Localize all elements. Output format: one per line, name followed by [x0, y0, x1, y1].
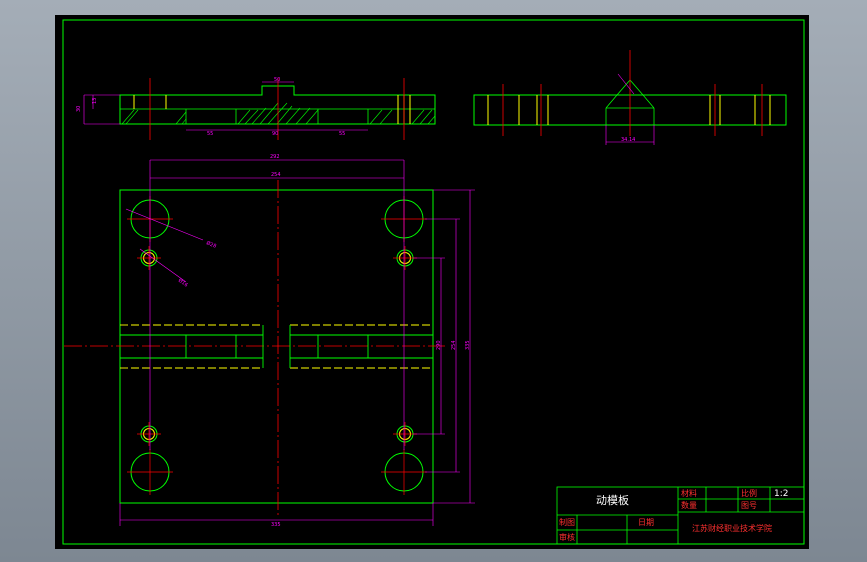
dim-top-mid: 90	[272, 131, 278, 137]
dim-top-right: 55	[339, 131, 345, 137]
title-block: 动模板 材料 数量 比例 1:2 图号 制图 审核 日期 江苏财经职业技术学院	[556, 486, 805, 545]
part-name: 动模板	[596, 493, 629, 507]
dim-v-outer: 335	[465, 340, 471, 350]
dim-top-step: 13	[92, 98, 98, 104]
dim-hole-big: Ø28	[205, 239, 217, 249]
plan-view: 292 254 335 Ø28 Ø16 290 254 335	[64, 154, 475, 528]
scale-value: 1:2	[774, 489, 788, 499]
dim-plan-inner: 254	[271, 172, 281, 178]
dim-top-height: 30	[76, 106, 82, 112]
drawing-border	[62, 19, 805, 545]
quantity-label: 数量	[681, 500, 697, 510]
dim-v-inner: 290	[436, 340, 442, 350]
dim-top-boss: 50	[274, 77, 280, 83]
drawing-no-label: 图号	[741, 501, 757, 510]
material-label: 材料	[681, 488, 697, 498]
dim-v-mid: 254	[451, 340, 457, 350]
side-view: 34.14	[473, 50, 787, 145]
checker-label: 审核	[559, 532, 575, 542]
drawing-sheet	[55, 15, 809, 549]
dim-bottom-width: 335	[271, 522, 281, 528]
dim-top-left: 55	[207, 131, 213, 137]
front-section-view: 30 13 50 55 90 55	[76, 77, 436, 140]
dim-hole-small: Ø16	[177, 277, 189, 289]
date-label: 日期	[638, 518, 654, 527]
dim-plan-outer: 292	[270, 154, 280, 160]
designer-label: 制图	[559, 517, 575, 527]
scale-label: 比例	[741, 488, 757, 498]
dim-side-wedge: 34.14	[621, 137, 635, 143]
school-name: 江苏财经职业技术学院	[692, 523, 772, 533]
